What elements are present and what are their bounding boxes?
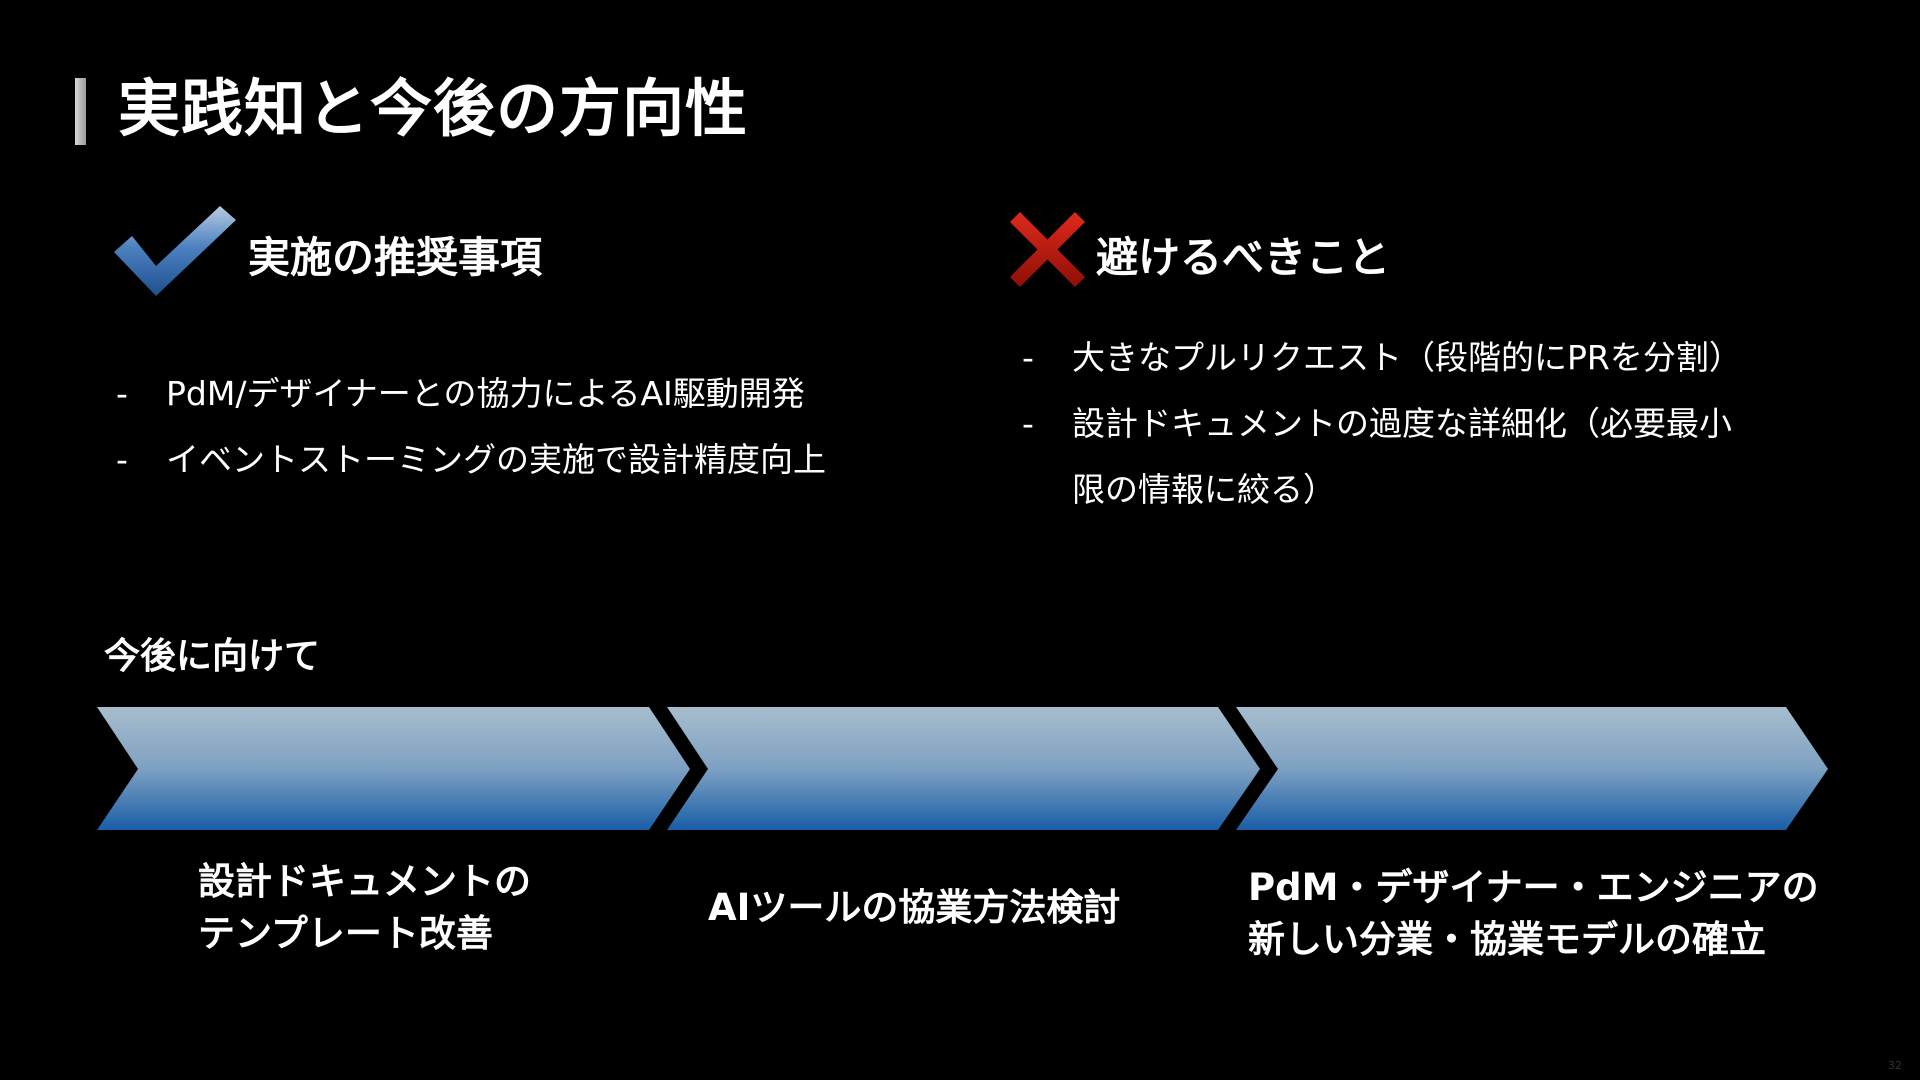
roadmap-step-2-arrow	[667, 707, 1260, 830]
dash-bullet: -	[1022, 338, 1034, 377]
list-item-text: イベントストーミングの実施で設計精度向上	[166, 440, 826, 479]
roadmap-step-1-arrow	[97, 707, 690, 830]
roadmap-step-3-label: PdM・デザイナー・エンジニアの 新しい分業・協業モデルの確立	[1248, 866, 1819, 961]
page-title: 実践知と今後の方向性	[118, 72, 749, 145]
dash-bullet: -	[1022, 404, 1034, 443]
dash-bullet: -	[116, 440, 128, 479]
cross-icon	[1010, 212, 1085, 287]
avoid-list: -大きなプルリクエスト（段階的にPRを分割） -設計ドキュメントの過度な詳細化（…	[1022, 325, 1822, 523]
recommended-list: -PdM/デザイナーとの協力によるAI駆動開発 -イベントストーミングの実施で設…	[116, 361, 976, 493]
list-item-text: 大きなプルリクエスト（段階的にPRを分割）	[1072, 338, 1742, 377]
list-item: -イベントストーミングの実施で設計精度向上	[116, 427, 976, 493]
dash-bullet: -	[116, 374, 128, 413]
list-item: -大きなプルリクエスト（段階的にPRを分割）	[1022, 325, 1822, 391]
list-item-text: PdM/デザイナーとの協力によるAI駆動開発	[166, 374, 805, 413]
check-icon	[114, 206, 236, 296]
roadmap-step-2-label: AIツールの協業方法検討	[708, 886, 1121, 929]
list-item-text: 設計ドキュメントの過度な詳細化（必要最小 限の情報に絞る）	[1072, 404, 1732, 509]
future-heading: 今後に向けて	[104, 636, 321, 677]
list-item: -設計ドキュメントの過度な詳細化（必要最小 限の情報に絞る）	[1022, 391, 1822, 523]
roadmap-step-1-label: 設計ドキュメントの テンプレート改善	[198, 860, 531, 955]
roadmap-step-3-arrow	[1236, 707, 1828, 830]
page-number: 32	[1888, 1059, 1902, 1072]
avoid-heading: 避けるべきこと	[1096, 233, 1391, 282]
recommended-heading: 実施の推奨事項	[248, 233, 543, 282]
list-item: -PdM/デザイナーとの協力によるAI駆動開発	[116, 361, 976, 427]
title-accent-bar	[75, 78, 86, 145]
